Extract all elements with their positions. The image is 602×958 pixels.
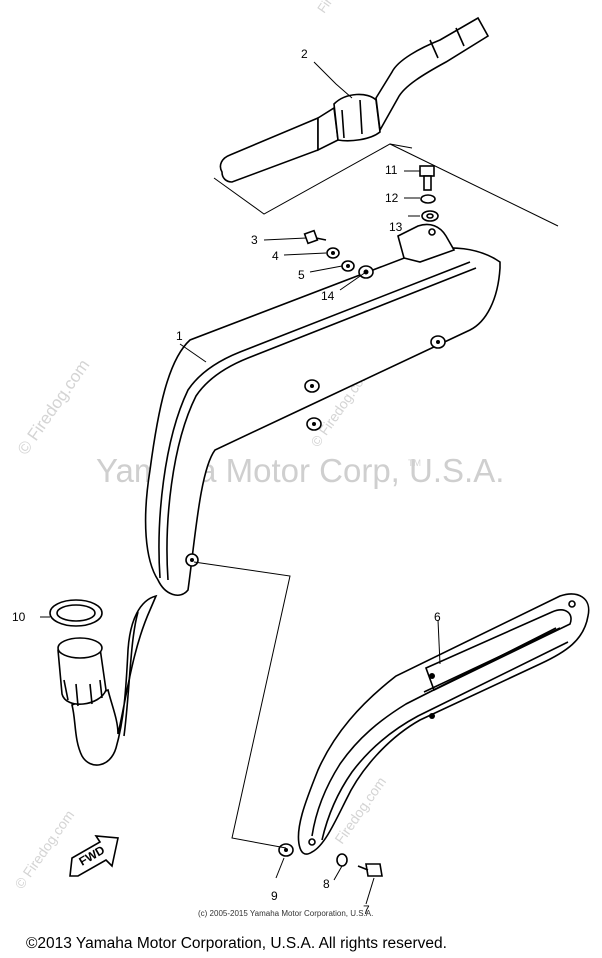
watermark-tm: TM — [408, 458, 421, 468]
hardware-washer-5 — [341, 260, 355, 272]
callout-13: 13 — [389, 220, 403, 234]
callout-1: 1 — [176, 329, 183, 343]
part-heat-guard — [297, 593, 590, 855]
copyright-footer: ©2013 Yamaha Motor Corporation, U.S.A. A… — [26, 935, 447, 952]
callout-5: 5 — [298, 268, 305, 282]
forward-arrow-icon: FWD — [69, 835, 119, 877]
hardware-bolt-3 — [303, 229, 327, 245]
hardware-washer-8 — [336, 853, 348, 867]
hardware-bolt-11 — [419, 165, 435, 191]
hardware-washer-9 — [278, 843, 294, 857]
mount-boss — [430, 335, 446, 349]
callout-8: 8 — [323, 877, 330, 891]
callout-4: 4 — [272, 249, 279, 263]
copyright-small: (c) 2005-2015 Yamaha Motor Corporation, … — [198, 909, 373, 918]
callout-7: 7 — [363, 903, 370, 917]
hardware-washer-12 — [420, 194, 436, 204]
callout-3: 3 — [251, 233, 258, 247]
callout-14: 14 — [321, 289, 335, 303]
callout-6: 6 — [434, 610, 441, 624]
leader-box — [213, 143, 559, 227]
part-silencer-tube — [219, 16, 490, 183]
watermark-firedog-top: Firedog.com — [314, 0, 368, 16]
part-expansion-chamber — [71, 223, 501, 766]
mount-boss — [304, 379, 320, 393]
callout-9: 9 — [271, 889, 278, 903]
callout-11: 11 — [385, 163, 398, 177]
hardware-washer-13 — [421, 210, 439, 222]
hardware-screw-7 — [357, 863, 383, 877]
hardware-washer-4 — [326, 247, 340, 259]
mount-boss — [306, 417, 322, 431]
callout-2: 2 — [301, 47, 308, 61]
watermark-firedog-bottom-left: © Firedog.com — [11, 807, 77, 892]
leader-lines — [40, 61, 441, 905]
part-flange-gasket — [49, 599, 107, 707]
callout-12: 12 — [385, 191, 399, 205]
callout-10: 10 — [12, 610, 26, 624]
watermark-firedog-left: © Firedog.com — [14, 356, 94, 458]
mount-boss — [185, 553, 199, 567]
